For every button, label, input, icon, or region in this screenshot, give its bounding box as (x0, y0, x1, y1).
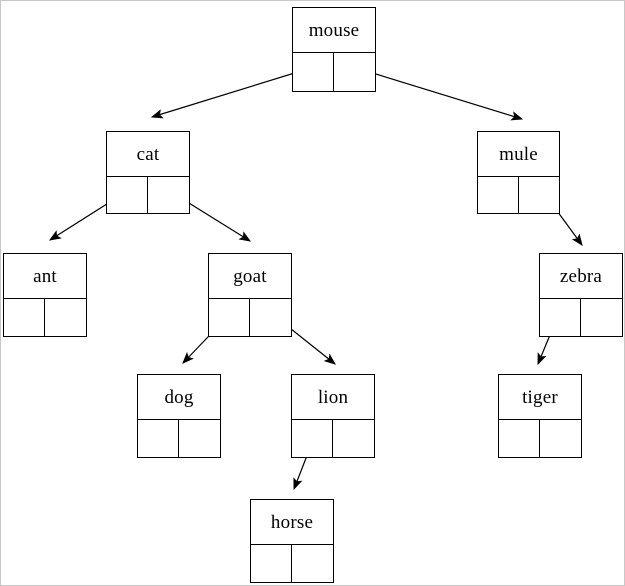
pointer-cell-right (334, 53, 375, 91)
tree-node-ant: ant (3, 253, 87, 337)
pointer-cell-left (540, 299, 581, 336)
tree-node-mule: mule (477, 131, 560, 214)
tree-node-label: ant (4, 254, 86, 299)
tree-node-pointers (540, 299, 622, 336)
pointer-cell-left (293, 53, 334, 91)
tree-node-pointers (138, 420, 220, 457)
pointer-cell-right (519, 177, 560, 213)
edge-mouse-left-to-cat (150, 66, 315, 119)
tree-node-label: cat (107, 132, 189, 177)
pointer-cell-right (250, 299, 291, 336)
tree-node-cat: cat (106, 131, 190, 214)
pointer-cell-right (540, 420, 581, 457)
pointer-cell-right (292, 545, 333, 582)
tree-node-label: mule (478, 132, 559, 177)
tree-node-lion: lion (291, 374, 375, 458)
tree-node-label: goat (209, 254, 291, 299)
pointer-cell-left (478, 177, 519, 213)
pointer-cell-left (4, 299, 45, 336)
tree-node-goat: goat (208, 253, 292, 337)
tree-node-label: lion (292, 375, 374, 420)
pointer-cell-left (499, 420, 540, 457)
edge-mouse-right-to-mule (352, 66, 524, 121)
tree-node-pointers (251, 545, 333, 582)
tree-node-pointers (4, 299, 86, 336)
tree-node-zebra: zebra (539, 253, 623, 337)
tree-node-pointers (499, 420, 581, 457)
tree-node-label: horse (251, 500, 333, 545)
tree-node-label: mouse (293, 8, 375, 53)
pointer-cell-right (45, 299, 86, 336)
pointer-cell-left (251, 545, 292, 582)
tree-node-tiger: tiger (498, 374, 582, 458)
tree-node-horse: horse (250, 499, 334, 583)
pointer-cell-left (138, 420, 179, 457)
tree-node-pointers (209, 299, 291, 336)
tree-node-label: tiger (499, 375, 581, 420)
tree-node-mouse: mouse (292, 7, 376, 92)
tree-node-dog: dog (137, 374, 221, 458)
pointer-cell-right (333, 420, 374, 457)
pointer-cell-left (107, 177, 148, 213)
tree-node-pointers (292, 420, 374, 457)
pointer-cell-left (292, 420, 333, 457)
tree-node-label: zebra (540, 254, 622, 299)
tree-node-pointers (107, 177, 189, 213)
pointer-cell-right (148, 177, 189, 213)
pointer-cell-right (179, 420, 220, 457)
tree-node-pointers (293, 53, 375, 91)
tree-node-label: dog (138, 375, 220, 420)
pointer-cell-right (581, 299, 622, 336)
tree-node-pointers (478, 177, 559, 213)
pointer-cell-left (209, 299, 250, 336)
